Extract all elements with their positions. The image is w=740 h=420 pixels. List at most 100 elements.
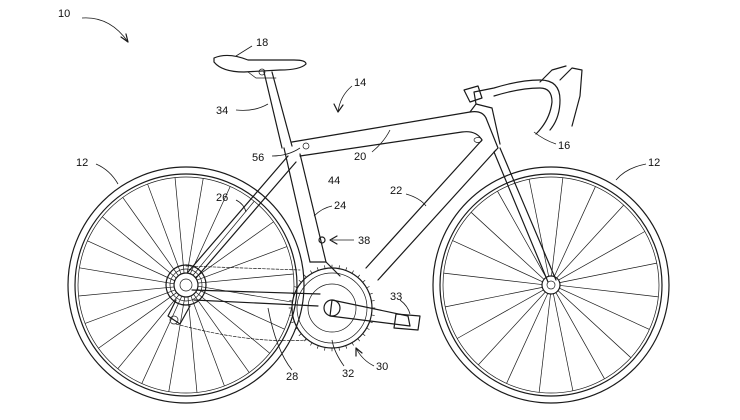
chainring-tooth: [310, 342, 313, 346]
spoke: [168, 296, 186, 392]
spoke: [555, 292, 605, 379]
spoke: [84, 289, 176, 324]
spoke: [193, 294, 250, 373]
spoke: [559, 287, 650, 330]
frame: [187, 103, 557, 307]
handlebar: [463, 65, 583, 135]
chainring-tooth: [362, 280, 366, 283]
chainring-tooth: [366, 327, 370, 330]
chain: [175, 265, 307, 342]
spoke: [559, 262, 657, 283]
chainring-teeth: [288, 264, 376, 352]
chainring-tooth: [338, 347, 340, 351]
spoke: [186, 178, 204, 274]
label-14: 14: [354, 77, 366, 89]
spoke: [497, 191, 547, 278]
chainring-tooth: [345, 267, 348, 271]
chainring-tooth: [369, 321, 373, 324]
reference-labels: 10 18 34 14 56 20 16 12 12 44 22 26: [58, 8, 660, 383]
spoke: [538, 293, 551, 393]
label-12-front: 12: [648, 157, 660, 169]
chainring-tooth: [369, 292, 373, 295]
label-38: 38: [358, 235, 370, 247]
chainring-tooth: [357, 274, 360, 278]
chainring-tooth: [338, 265, 340, 269]
spoke: [553, 293, 574, 391]
front-wheel: [432, 166, 670, 404]
label-56: 56: [252, 152, 264, 164]
chainring-tooth: [291, 321, 295, 324]
chainring-tooth: [316, 345, 319, 349]
spoke: [478, 291, 546, 366]
spoke: [98, 292, 177, 349]
label-33: 33: [390, 291, 402, 303]
chainring-tooth: [345, 345, 348, 349]
spoke: [195, 221, 274, 278]
chainring-tooth: [291, 292, 295, 295]
spoke: [551, 177, 564, 277]
chainring-tooth: [351, 342, 354, 346]
spoke: [79, 267, 175, 285]
spoke: [197, 285, 293, 303]
chainring-tooth: [357, 338, 360, 342]
crankset: [288, 264, 421, 352]
label-24: 24: [334, 200, 346, 212]
spoke: [470, 212, 545, 280]
chainring-tooth: [316, 267, 319, 271]
chainring-tooth: [289, 300, 293, 302]
label-22: 22: [390, 185, 402, 197]
chainring-tooth: [371, 300, 375, 302]
rear-wheel-spokes: [78, 177, 294, 393]
spoke: [78, 286, 175, 297]
rear-derailleur: [165, 264, 207, 325]
chainring-tooth: [294, 327, 298, 330]
spoke: [122, 197, 179, 276]
label-16: 16: [558, 140, 570, 152]
spoke: [192, 201, 255, 276]
chainring-tooth: [298, 333, 302, 336]
spoke: [189, 186, 231, 274]
spoke: [87, 240, 175, 282]
chainring-tooth: [324, 265, 326, 269]
label-10: 10: [58, 8, 70, 20]
spoke: [443, 272, 543, 285]
front-wheel-spokes: [443, 177, 659, 393]
label-28: 28: [286, 371, 298, 383]
spoke: [445, 287, 543, 308]
chainring-tooth: [371, 314, 375, 316]
label-34: 34: [216, 105, 228, 117]
chainring-tooth: [289, 314, 293, 316]
chainring-tooth: [362, 333, 366, 336]
spoke: [187, 296, 198, 393]
label-12-rear: 12: [76, 157, 88, 169]
spoke: [195, 291, 270, 354]
label-26: 26: [216, 192, 228, 204]
spoke: [174, 177, 185, 274]
spoke: [553, 186, 596, 277]
spoke: [117, 294, 180, 369]
spoke: [457, 289, 544, 339]
spoke: [558, 231, 645, 281]
spoke: [197, 288, 285, 330]
spoke: [196, 246, 288, 281]
chainring-tooth: [310, 270, 313, 274]
chainring-tooth: [294, 286, 298, 289]
label-32: 32: [342, 368, 354, 380]
spoke: [556, 204, 624, 279]
spoke: [557, 290, 632, 358]
label-30: 30: [376, 361, 388, 373]
spoke: [452, 240, 543, 283]
label-18: 18: [256, 37, 268, 49]
spoke: [197, 273, 294, 284]
chainring-tooth: [351, 270, 354, 274]
saddle: [213, 54, 307, 79]
label-44: 44: [328, 175, 340, 187]
seat-post: [263, 71, 293, 149]
chainring-tooth: [324, 347, 326, 351]
spoke: [506, 293, 549, 384]
rear-wheel: [67, 166, 305, 404]
label-20: 20: [354, 151, 366, 163]
spoke: [559, 285, 659, 298]
chainring-tooth: [366, 286, 370, 289]
